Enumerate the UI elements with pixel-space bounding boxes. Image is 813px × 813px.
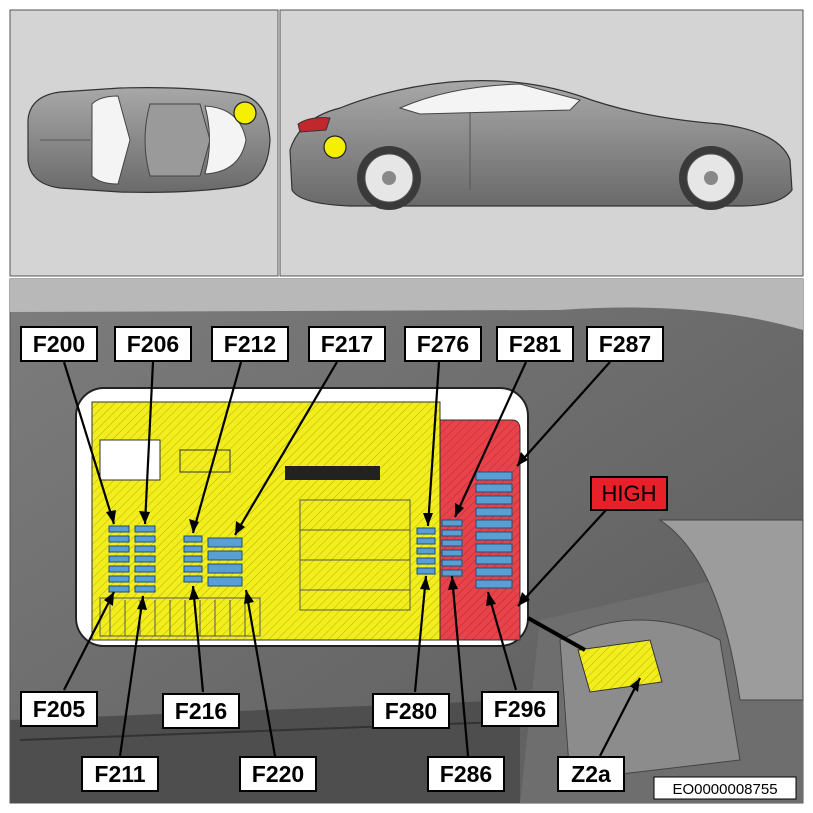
fuse-label-f217-text: F217 <box>321 331 373 357</box>
fuse-label-f206-text: F206 <box>127 331 179 357</box>
component-label-z2a: Z2a <box>557 756 625 792</box>
fuse-label-f200: F200 <box>20 326 98 362</box>
location-marker-top <box>233 101 257 125</box>
z2a-component <box>577 639 663 693</box>
fuse-group-3 <box>416 519 463 577</box>
fuse-label-f276: F276 <box>404 326 482 362</box>
fuse-group-4 <box>475 471 513 589</box>
fuse-group-1 <box>108 525 156 593</box>
fuse-label-f200-text: F200 <box>33 331 85 357</box>
fuse-label-f211-text: F211 <box>94 761 145 787</box>
fuse-label-f220: F220 <box>239 756 317 792</box>
fuse-label-f280: F280 <box>372 693 450 729</box>
top-view-panel <box>9 9 279 277</box>
figure-code-box: EO0000008755 <box>653 776 797 800</box>
fuse-label-f211: F211 <box>81 756 159 792</box>
side-view-panel <box>279 9 804 277</box>
fuse-label-f216-text: F216 <box>175 698 227 724</box>
fuse-label-f212-text: F212 <box>224 331 276 357</box>
fuse-label-f220-text: F220 <box>252 761 304 787</box>
fuse-label-f296-text: F296 <box>494 696 546 722</box>
car-top-view <box>27 87 271 193</box>
fuse-label-f216: F216 <box>162 693 240 729</box>
fuse-label-f212: F212 <box>211 326 289 362</box>
figure-code-text: EO0000008755 <box>672 781 777 798</box>
fuse-label-f217: F217 <box>308 326 386 362</box>
fuse-label-f286: F286 <box>427 756 505 792</box>
fuse-label-f205-text: F205 <box>33 696 86 722</box>
fuse-label-f287-text: F287 <box>599 331 651 357</box>
car-side-view <box>289 80 793 210</box>
fuse-label-f281: F281 <box>496 326 574 362</box>
location-marker-side <box>323 135 347 159</box>
component-label-z2a-text: Z2a <box>571 761 611 787</box>
fuse-label-f205: F205 <box>20 691 98 727</box>
fuse-label-f286-text: F286 <box>440 761 492 787</box>
fuse-label-f206: F206 <box>114 326 192 362</box>
high-label-text: HIGH <box>602 481 657 506</box>
high-voltage-label: HIGH <box>590 476 668 511</box>
fuse-label-f280-text: F280 <box>385 698 437 724</box>
fuse-label-f296: F296 <box>481 691 559 727</box>
fuse-label-f287: F287 <box>586 326 664 362</box>
fuse-label-f281-text: F281 <box>509 331 562 357</box>
fuse-group-2 <box>183 535 243 587</box>
fuse-label-f276-text: F276 <box>417 331 469 357</box>
leader-lines <box>62 361 641 757</box>
